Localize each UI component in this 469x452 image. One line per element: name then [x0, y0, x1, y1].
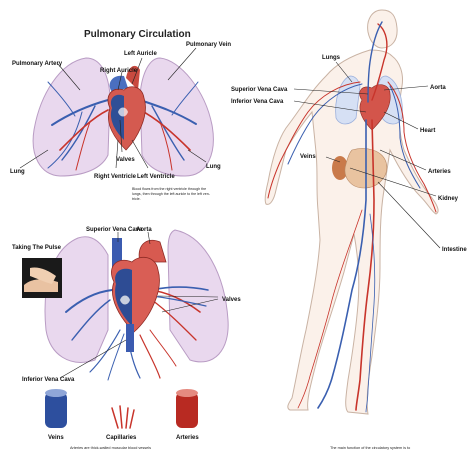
label-valves-detail: Valves — [222, 297, 241, 303]
body-panel: Lungs Aorta Superior Vena Cava Inferior … — [231, 10, 467, 450]
label-aorta-detail: Aorta — [136, 227, 152, 233]
capillaries-section: Capillaries — [106, 406, 137, 441]
vein-section: Veins — [45, 389, 67, 441]
artery-section: Arteries — [176, 389, 199, 441]
body-caption: The main function of the circulatory sys… — [330, 446, 410, 450]
pulmonary-title: Pulmonary Circulation — [84, 29, 191, 40]
vein-opening — [45, 389, 67, 397]
detail-right-lung — [168, 230, 228, 362]
pulmonary-panel: Pulmonary Circulation — [10, 29, 231, 201]
pulmonary-caption-line: Blood flows from the right ventricle thr… — [132, 187, 206, 191]
vein-tube — [45, 392, 67, 428]
label-lung-right: Lung — [206, 164, 221, 170]
label-lungs: Lungs — [322, 55, 341, 61]
label-superior-vena-cava-detail: Superior Vena Cava — [86, 227, 143, 233]
detail-left-lung — [45, 237, 108, 363]
label-inferior-vena-cava-body: Inferior Vena Cava — [231, 99, 284, 105]
label-kidney: Kidney — [438, 196, 459, 202]
label-right-ventricle: Right Ventricle — [94, 174, 137, 180]
label-superior-vena-cava-body: Superior Vena Cava — [231, 87, 288, 93]
pulmonary-caption: Blood flows from the right ventricle thr… — [132, 187, 211, 201]
pulmonary-caption-line: lungs, then through the left auricle to … — [132, 192, 211, 196]
label-taking-the-pulse: Taking The Pulse — [12, 245, 62, 251]
label-lung-left: Lung — [10, 169, 25, 175]
label-left-auricle: Left Auricle — [124, 51, 157, 57]
vessel-cross-sections: Veins Capillaries Arteries Arteries are … — [45, 389, 199, 450]
taking-the-pulse-photo — [22, 258, 62, 298]
artery-tube — [176, 392, 198, 428]
label-veins-body: Veins — [300, 154, 316, 160]
label-arteries-body: Arteries — [428, 169, 451, 175]
pulmonary-caption-line: tricle. — [132, 197, 141, 201]
label-right-auricle: Right Auricle — [100, 68, 138, 74]
vessels-caption: Arteries are thick-walled muscular blood… — [70, 446, 151, 450]
label-valves-pulmonary: Valves — [116, 157, 135, 163]
label-aorta-body: Aorta — [430, 85, 446, 91]
label-intestine: Intestine — [442, 247, 467, 253]
detail-heart — [111, 238, 166, 352]
heart-detail-panel: Superior Vena Cava Aorta Taking The Puls… — [12, 227, 241, 383]
pulmonary-left-lung — [33, 58, 110, 176]
body-silhouette — [265, 10, 438, 414]
pulmonary-heart — [108, 66, 145, 150]
label-left-ventricle: Left Ventricle — [137, 174, 175, 180]
label-arteries-section: Arteries — [176, 435, 199, 441]
label-veins-section: Veins — [48, 435, 64, 441]
label-heart: Heart — [420, 128, 435, 134]
label-inferior-vena-cava-detail: Inferior Vena Cava — [22, 377, 75, 383]
detail-inferior-vena-cava — [126, 324, 134, 352]
artery-opening — [176, 389, 198, 397]
label-pulmonary-vein: Pulmonary Vein — [186, 42, 231, 48]
label-capillaries-section: Capillaries — [106, 435, 137, 441]
label-pulmonary-artery: Pulmonary Artery — [12, 61, 63, 67]
